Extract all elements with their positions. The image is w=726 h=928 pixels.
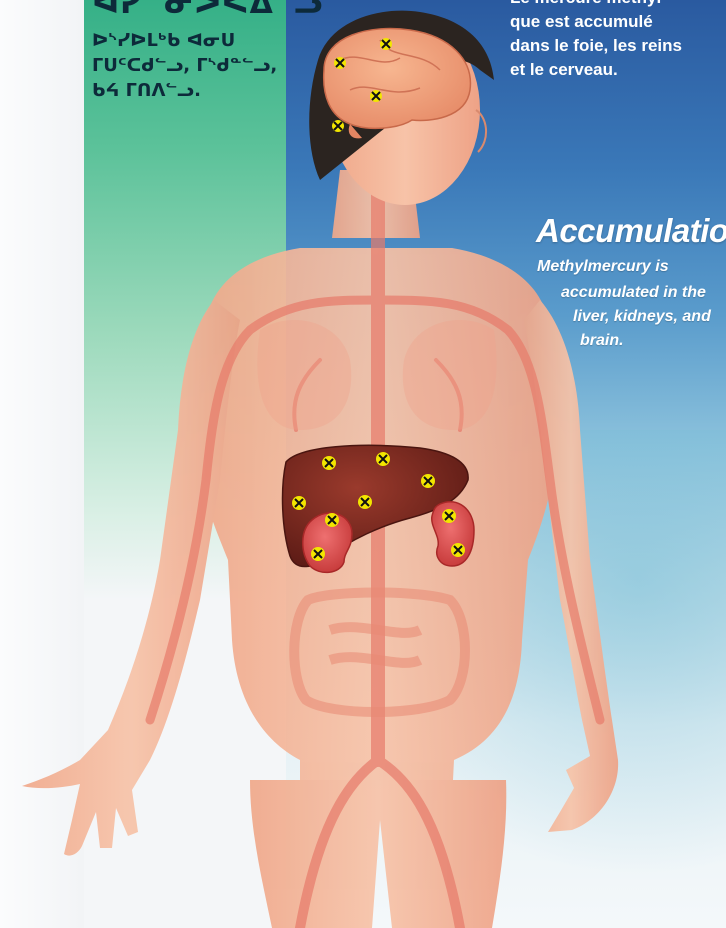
liver-marker <box>421 474 435 488</box>
inuktitut-line: ᑲᔦ ᒥᑎᐱᓪᓗ. <box>92 80 201 101</box>
liver-marker <box>292 496 306 510</box>
french-line: que est accumulé <box>510 10 726 34</box>
kidney-marker <box>325 513 339 527</box>
english-line: brain. <box>580 332 624 350</box>
english-line: Methylmercury is <box>537 258 669 276</box>
english-line: liver, kidneys, and <box>573 308 711 326</box>
kidney-marker <box>311 547 325 561</box>
liver-marker <box>322 456 336 470</box>
inuktitut-title: ᐊᓯᓐᓂᐳᐸᐃᓪᓗ <box>92 0 324 21</box>
french-line: dans le foie, les reins <box>510 34 726 58</box>
liver-marker <box>358 495 372 509</box>
french-caption: Le mercure méthyl- que est accumulé dans… <box>510 0 726 82</box>
english-line: accumulated in the <box>561 284 706 302</box>
brain-marker <box>380 38 392 50</box>
french-line: Le mercure méthyl- <box>510 0 726 10</box>
english-heading: Accumulation <box>536 212 726 250</box>
brain-marker <box>332 120 344 132</box>
liver-marker <box>376 452 390 466</box>
inuktitut-line: ᒥᑌᑦᑕᑯᓪᓗ, ᒥᔅᑯᓐᓪᓗ, <box>92 55 277 76</box>
french-line: et le cerveau. <box>510 58 726 82</box>
brain-marker <box>334 57 346 69</box>
kidney-marker <box>442 509 456 523</box>
brain-marker <box>370 90 382 102</box>
inuktitut-line: ᐅᔅᓯᐅᒪᒃᑲ ᐊᓂᑌ <box>92 30 235 51</box>
kidney-marker <box>451 543 465 557</box>
